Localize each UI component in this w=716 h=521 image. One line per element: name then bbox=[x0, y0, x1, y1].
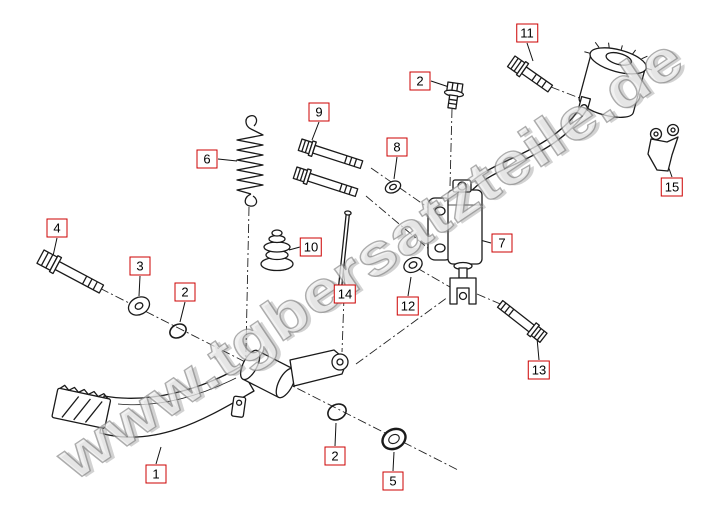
master-cylinder-part bbox=[427, 179, 483, 305]
callout-part-10[interactable]: 10 bbox=[299, 237, 323, 257]
oring-2-bottom-part bbox=[327, 403, 347, 421]
cable-guide-part bbox=[647, 123, 680, 172]
callout-part-7[interactable]: 7 bbox=[491, 233, 513, 253]
bolt-9b-part bbox=[292, 166, 359, 198]
callout-leader-lines bbox=[52, 42, 673, 472]
oring-2-left-part bbox=[169, 323, 187, 339]
callout-part-5[interactable]: 5 bbox=[382, 471, 404, 491]
callout-part-8[interactable]: 8 bbox=[386, 137, 408, 157]
brake-pedal-part bbox=[51, 349, 349, 438]
callout-part-13[interactable]: 13 bbox=[527, 360, 551, 380]
callout-part-2-top[interactable]: 2 bbox=[409, 71, 431, 91]
callout-part-2-bottom[interactable]: 2 bbox=[324, 446, 346, 466]
reservoir-part bbox=[577, 41, 653, 118]
washer-3-part bbox=[127, 296, 151, 316]
callout-part-15[interactable]: 15 bbox=[660, 177, 684, 197]
washer-8-part bbox=[384, 180, 402, 194]
callout-part-12[interactable]: 12 bbox=[396, 296, 420, 316]
callout-part-1[interactable]: 1 bbox=[145, 464, 167, 484]
bolt-2-top-part bbox=[443, 81, 465, 110]
bolt-4-part bbox=[36, 249, 105, 294]
callout-part-9[interactable]: 9 bbox=[308, 102, 330, 122]
seal-5-part bbox=[381, 427, 407, 451]
callout-part-6[interactable]: 6 bbox=[196, 149, 218, 169]
bolt-11-part bbox=[506, 55, 554, 93]
bolt-9a-part bbox=[297, 138, 364, 170]
callout-part-2-mid[interactable]: 2 bbox=[174, 282, 196, 302]
reservoir-hose bbox=[463, 104, 588, 195]
return-spring-part bbox=[236, 115, 264, 207]
bolt-13-part bbox=[496, 299, 548, 343]
rubber-boot-part bbox=[260, 229, 294, 272]
callout-part-11[interactable]: 11 bbox=[516, 23, 538, 43]
callout-part-3[interactable]: 3 bbox=[129, 256, 151, 276]
washer-12-part bbox=[403, 256, 423, 274]
callout-part-14[interactable]: 14 bbox=[333, 284, 357, 304]
callout-part-4[interactable]: 4 bbox=[46, 218, 68, 238]
